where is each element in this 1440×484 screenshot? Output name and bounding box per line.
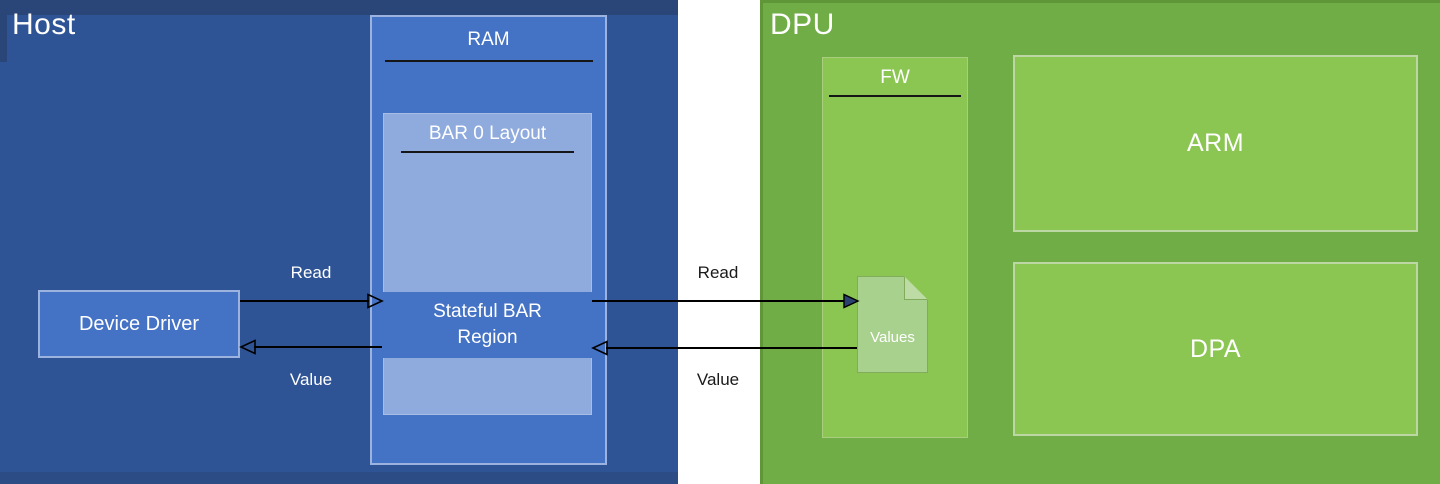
dpa-box: DPA: [1013, 262, 1418, 436]
interconnect-read-label: Read: [697, 263, 739, 282]
host-bottom-edge: [0, 472, 678, 484]
host-read-label: Read: [290, 263, 332, 282]
bar0-underline: [401, 151, 574, 153]
values-label: Values: [870, 329, 915, 346]
fw-box: FW: [822, 57, 968, 438]
host-top-edge: [0, 0, 678, 15]
ram-box: RAM BAR 0 Layout Stateful BAR Region: [370, 15, 607, 465]
stateful-bar-label-line1: Stateful BAR: [433, 301, 542, 322]
dpu-left-edge: [760, 0, 763, 484]
host-value-label: Value: [289, 370, 333, 389]
fw-underline: [829, 95, 961, 97]
device-driver-label: Device Driver: [78, 312, 200, 335]
host-left-edge: [0, 0, 7, 62]
dpu-top-edge: [760, 0, 1440, 3]
dpa-label: DPA: [1189, 334, 1242, 363]
host-panel: Host RAM BAR 0 Layout Stateful BAR Regio…: [0, 0, 678, 484]
stateful-bar-region-box: Stateful BAR Region: [383, 292, 592, 358]
ram-underline: [384, 60, 593, 62]
interconnect-value-label: Value: [696, 370, 740, 389]
values-document-icon: Values: [857, 276, 928, 373]
dpu-panel: DPU FW Values ARM DPA: [760, 0, 1440, 484]
device-driver-box: Device Driver: [38, 290, 240, 358]
arm-label: ARM: [1186, 129, 1245, 157]
dpu-title: DPU: [770, 8, 835, 41]
fw-label: FW: [880, 67, 910, 88]
host-title: Host: [12, 8, 76, 41]
bar0-layout-label: BAR 0 Layout: [428, 123, 547, 144]
stateful-bar-label-line2: Region: [457, 327, 518, 348]
bar0-layout-box: BAR 0 Layout Stateful BAR Region: [383, 113, 592, 415]
ram-label: RAM: [467, 29, 510, 50]
document-fold-corner: [904, 276, 928, 300]
arm-box: ARM: [1013, 55, 1418, 232]
